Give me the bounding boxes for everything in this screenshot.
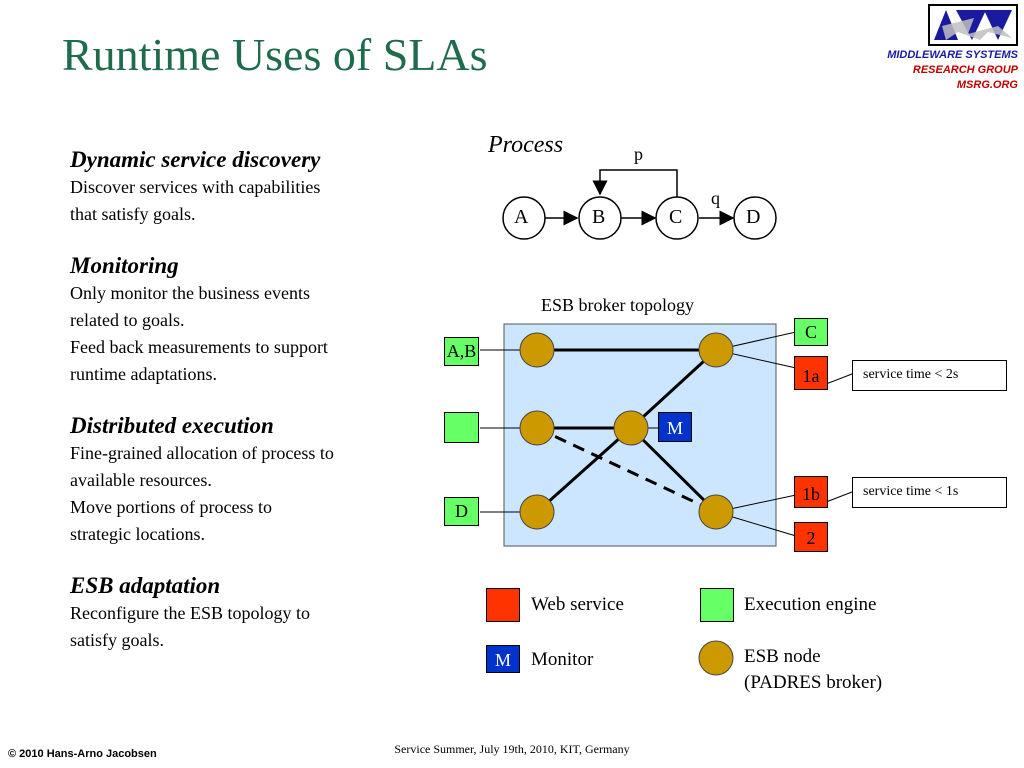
legend-esb-node-label: ESB node (PADRES broker) [744, 644, 882, 696]
legend-execution-engine-label: Execution engine [744, 594, 877, 615]
esb-node [519, 410, 555, 446]
slide-title: Runtime Uses of SLAs [62, 29, 488, 80]
section-line: Fine-grained allocation of process to [70, 443, 334, 463]
msrg-logo-icon [928, 4, 1018, 46]
section-line: Reconfigure the ESB topology to [70, 603, 310, 623]
logo-line-3: MSRG.ORG [956, 79, 1018, 91]
process-node-a [502, 196, 546, 240]
section-heading: ESB adaptation [70, 573, 221, 598]
esb-node [519, 332, 555, 368]
legend-execution-engine-swatch [700, 588, 734, 622]
process-node-d [733, 196, 777, 240]
section-esb-adaptation: ESB adaptation Reconfigure the ESB topol… [70, 572, 415, 654]
section-heading: Dynamic service discovery [70, 147, 321, 172]
legend-monitor-swatch: M [486, 645, 520, 673]
execution-engine-d: D [444, 497, 479, 526]
footer-copyright: © 2010 Hans-Arno Jacobsen [8, 748, 157, 760]
process-node-d-label: D [746, 206, 761, 228]
section-line: Only monitor the business events [70, 283, 310, 303]
process-node-c [655, 196, 699, 240]
logo-line-2: RESEARCH GROUP [912, 64, 1018, 76]
section-line: satisfy goals. [70, 630, 164, 650]
section-line: strategic locations. [70, 524, 205, 544]
note-service-time-1b: service time < 1s [852, 477, 1007, 508]
section-line: that satisfy goals. [70, 204, 196, 224]
section-monitoring: Monitoring Only monitor the business eve… [70, 252, 415, 388]
section-line: related to goals. [70, 310, 185, 330]
section-heading: Distributed execution [70, 413, 274, 438]
section-line: Feed back measurements to support [70, 337, 328, 357]
legend-esb-node-line-2: (PADRES broker) [744, 672, 883, 693]
legend-monitor-label: Monitor [531, 649, 594, 670]
section-discovery: Dynamic service discovery Discover servi… [70, 146, 415, 228]
section-heading: Monitoring [70, 253, 179, 278]
legend-esb-node-icon [698, 640, 734, 676]
section-line: available resources. [70, 470, 212, 490]
esb-node [698, 332, 734, 368]
legend-web-service-label: Web service [531, 594, 624, 615]
section-distributed-execution: Distributed execution Fine-grained alloc… [70, 412, 415, 548]
link-n3-n6-dashed [536, 426, 717, 514]
esb-node [698, 494, 734, 530]
execution-engine-ab: A,B [444, 337, 479, 366]
section-line: runtime adaptations. [70, 364, 217, 384]
process-node-c-label: C [669, 206, 683, 228]
link-n4-n5 [536, 426, 632, 514]
execution-engine-c: C [794, 318, 828, 346]
section-line: Discover services with capabilities [70, 177, 321, 197]
esb-node [519, 494, 555, 530]
link-n4-n2 [629, 348, 718, 430]
logo-line-1: MIDDLEWARE SYSTEMS [887, 49, 1018, 61]
web-service-2: 2 [794, 522, 828, 552]
execution-engine-blank [444, 412, 479, 443]
legend-web-service-swatch [486, 588, 520, 622]
esb-node [613, 410, 649, 446]
process-node-b-label: B [592, 206, 606, 228]
monitor-box: M [658, 412, 692, 442]
topology-label: ESB broker topology [541, 295, 694, 315]
process-diagram [502, 169, 777, 240]
loop-label-p: p [634, 144, 643, 164]
note-pointer-1b [825, 491, 853, 503]
esb-topology-diagram [480, 323, 853, 547]
logo-text: MIDDLEWARE SYSTEMS RESEARCH GROUP MSRG.O… [887, 48, 1018, 93]
footer-conference: Service Summer, July 19th, 2010, KIT, Ge… [394, 742, 630, 756]
web-service-1a: 1a [794, 356, 828, 390]
web-service-1b: 1b [794, 476, 828, 508]
section-line: Move portions of process to [70, 497, 272, 517]
edge-loop-c-b [592, 169, 678, 198]
edge-label-q: q [711, 188, 720, 208]
process-node-b [578, 196, 622, 240]
note-pointer-1a [825, 373, 853, 385]
link-n4-n6 [629, 426, 718, 514]
process-node-a-label: A [514, 206, 529, 228]
note-service-time-1a: service time < 2s [852, 360, 1007, 391]
process-label: Process [488, 132, 564, 158]
legend-esb-node-line-1: ESB node [744, 646, 821, 667]
